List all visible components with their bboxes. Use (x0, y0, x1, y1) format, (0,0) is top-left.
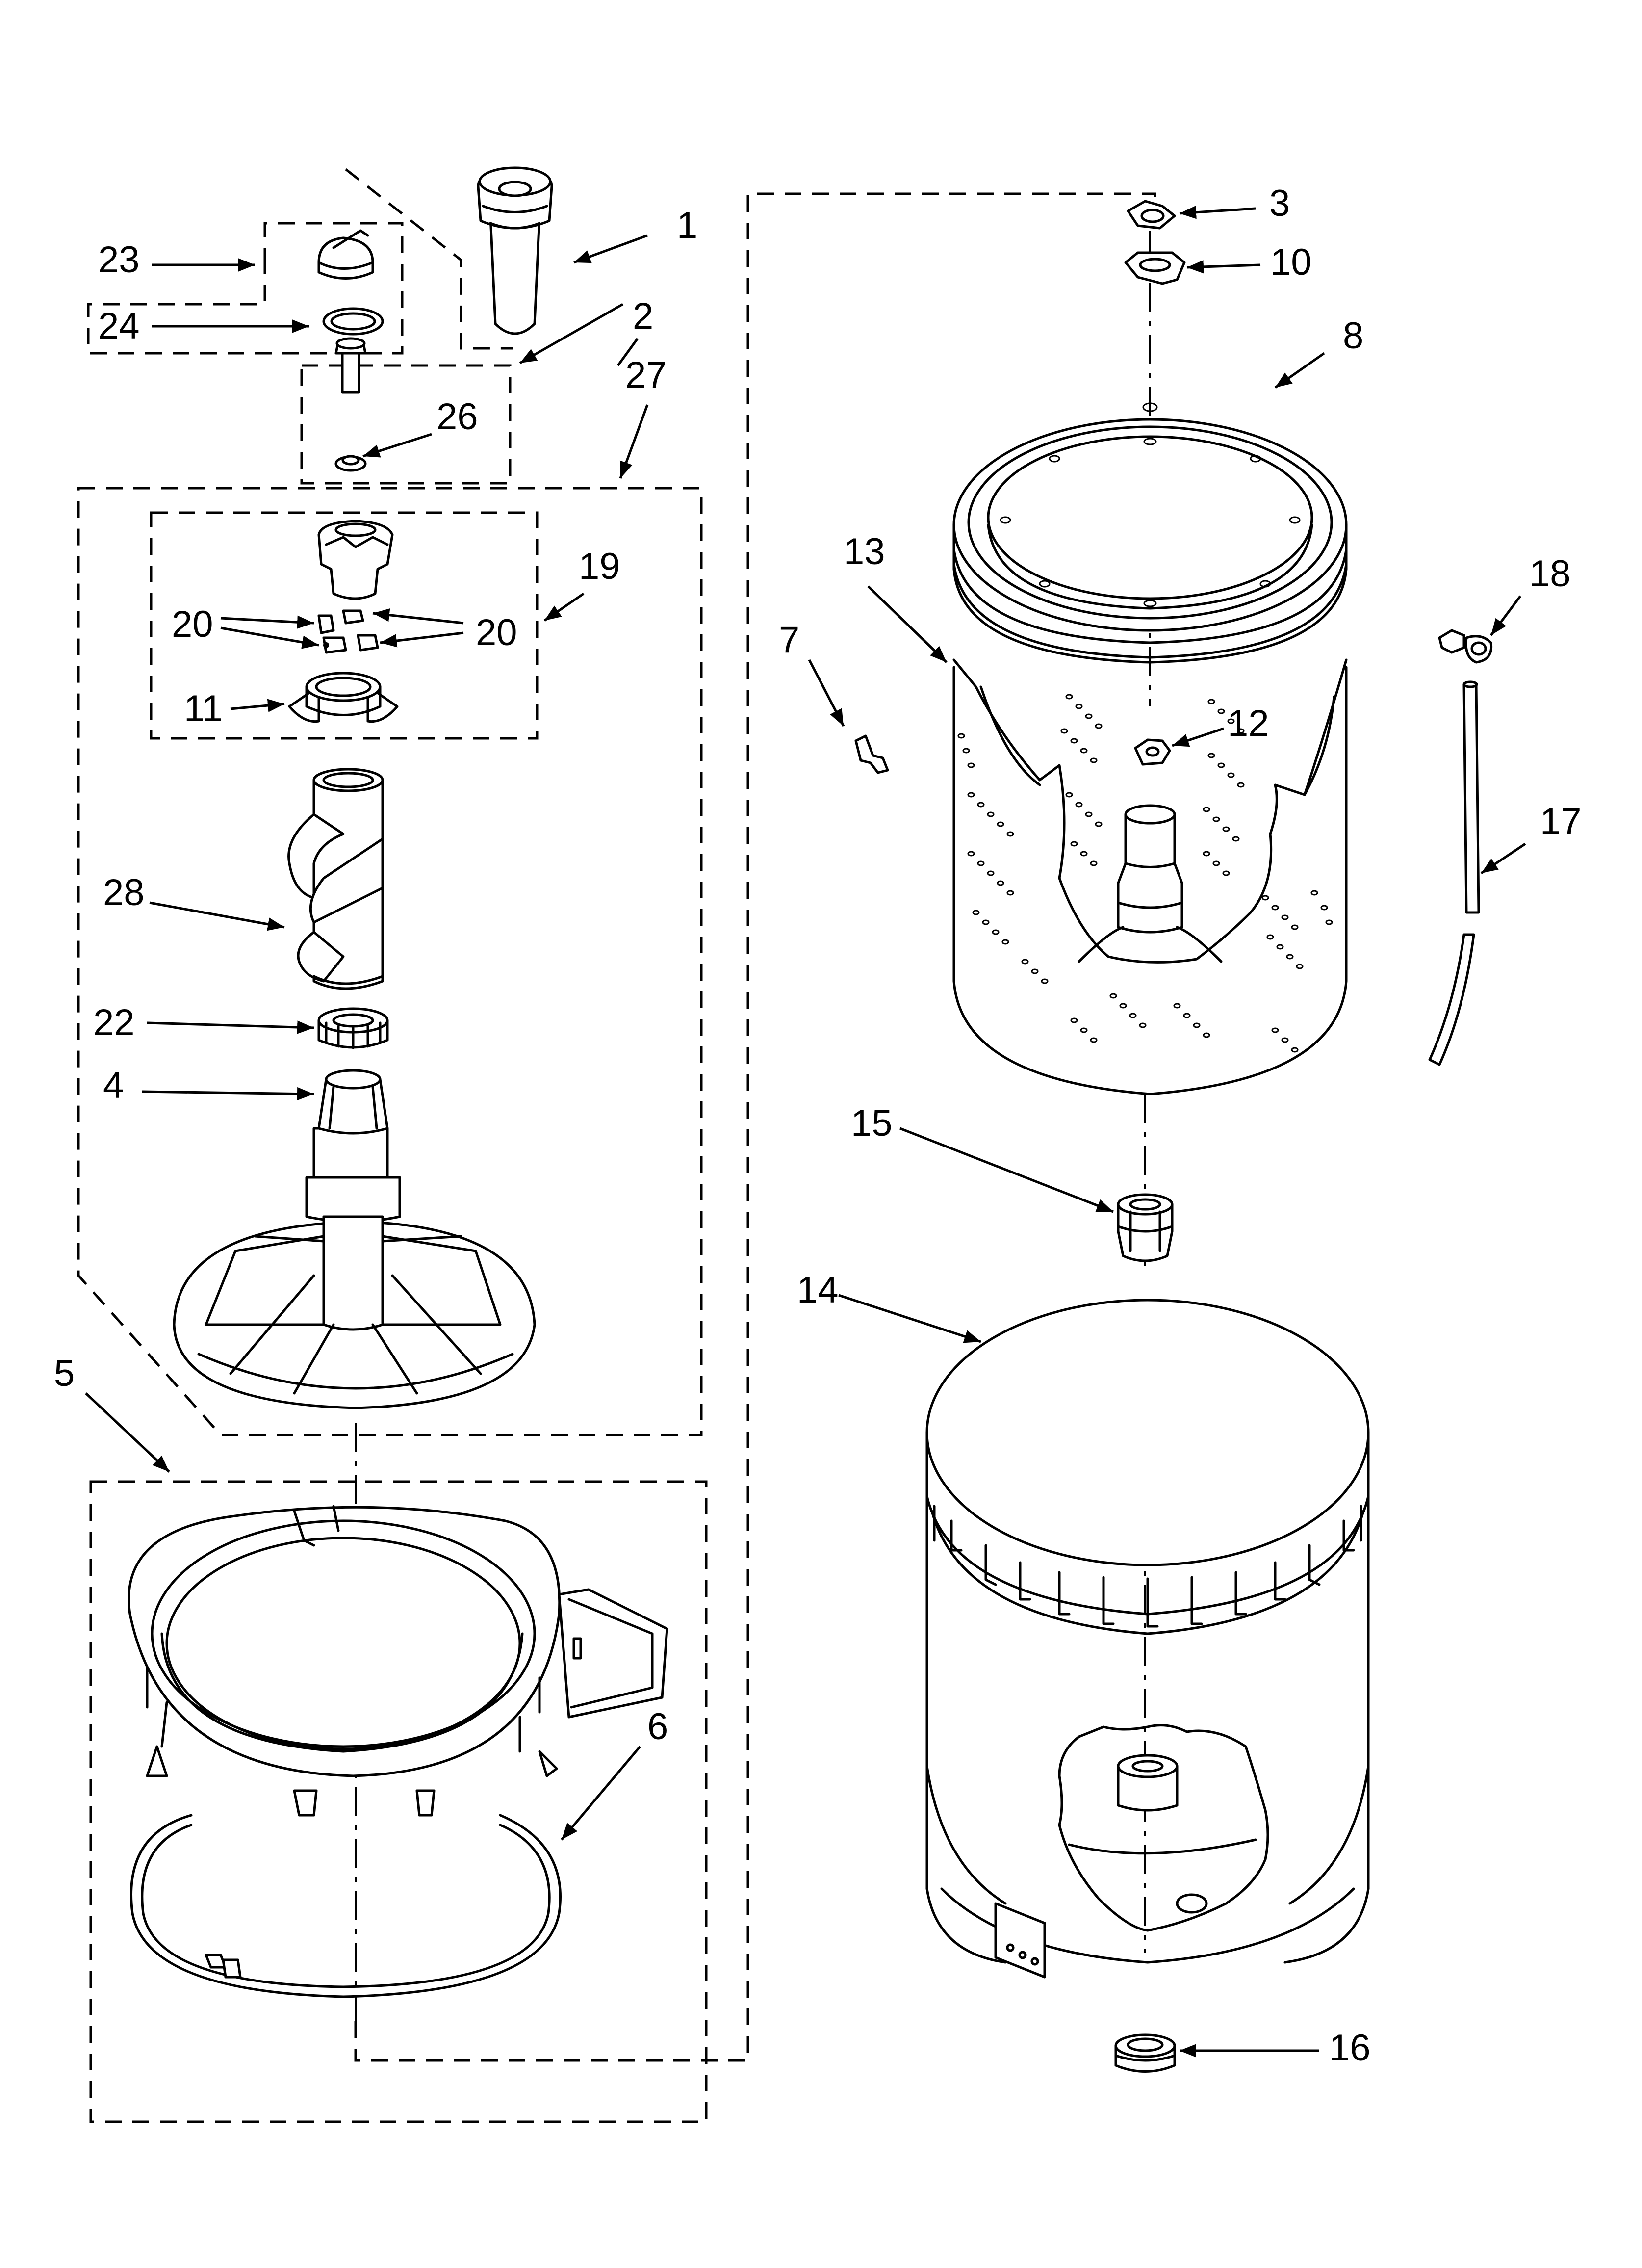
part-bolt-2 (334, 337, 367, 394)
part-clip-7 (854, 734, 889, 774)
part-outer-tub-14 (925, 1299, 1370, 1979)
callout-19: 19 (579, 546, 620, 587)
basket-perforations (957, 694, 1333, 1053)
part-hub-nut-12 (1134, 738, 1171, 766)
part-washer-26 (334, 455, 367, 472)
callout-12: 12 (1228, 703, 1269, 744)
callout-28: 28 (103, 872, 145, 913)
part-softener-cup (477, 166, 553, 335)
part-agitator-4 (173, 1069, 536, 1409)
part-seal-24 (322, 307, 384, 336)
callout-16: 16 (1329, 2027, 1371, 2069)
part-nut-3 (1127, 200, 1176, 230)
callout-4: 4 (103, 1065, 124, 1106)
part-dogs-20 (317, 609, 379, 654)
callout-14: 14 (797, 1269, 839, 1311)
callout-18: 18 (1529, 553, 1571, 595)
callout-6: 6 (647, 1706, 668, 1747)
callout-labels: 1 2 3 4 5 6 7 8 10 11 12 13 14 15 16 17 … (54, 182, 1582, 2069)
callout-26: 26 (436, 396, 478, 438)
callout-22: 22 (93, 1002, 135, 1043)
part-seal-15 (1117, 1193, 1174, 1262)
part-balance-ring-8 (952, 402, 1348, 664)
part-ring-11 (288, 672, 399, 723)
callout-8: 8 (1343, 315, 1363, 357)
part-bell-22 (317, 1007, 389, 1049)
callout-11: 11 (184, 688, 223, 730)
part-cam-19 (317, 520, 394, 600)
leader-arrows (85, 206, 1526, 2058)
callout-20-right: 20 (476, 612, 517, 653)
part-hose-clamp-18 (1438, 629, 1493, 664)
callout-5: 5 (54, 1353, 75, 1394)
part-seal-10 (1124, 251, 1186, 285)
callout-20-left: 20 (172, 603, 213, 645)
callout-27: 27 (625, 354, 667, 396)
part-auger-28 (287, 768, 384, 990)
callout-1: 1 (677, 205, 697, 246)
part-basket-13 (952, 658, 1348, 1095)
callout-24: 24 (98, 305, 140, 347)
part-drain-seal-16 (1114, 2033, 1176, 2073)
part-clamp-6 (130, 1814, 562, 1998)
callout-3: 3 (1269, 182, 1290, 224)
callout-7: 7 (779, 619, 799, 661)
callout-10: 10 (1270, 241, 1312, 283)
callout-23: 23 (98, 239, 140, 281)
callout-17: 17 (1540, 801, 1582, 842)
callout-15: 15 (851, 1102, 893, 1144)
group-boxes (77, 168, 1156, 2123)
callout-2: 2 (633, 295, 653, 337)
callout-13: 13 (844, 531, 885, 573)
part-tub-ring-5 (128, 1505, 668, 1817)
part-cap-23 (317, 229, 374, 280)
part-hose-17 (1428, 680, 1480, 1066)
